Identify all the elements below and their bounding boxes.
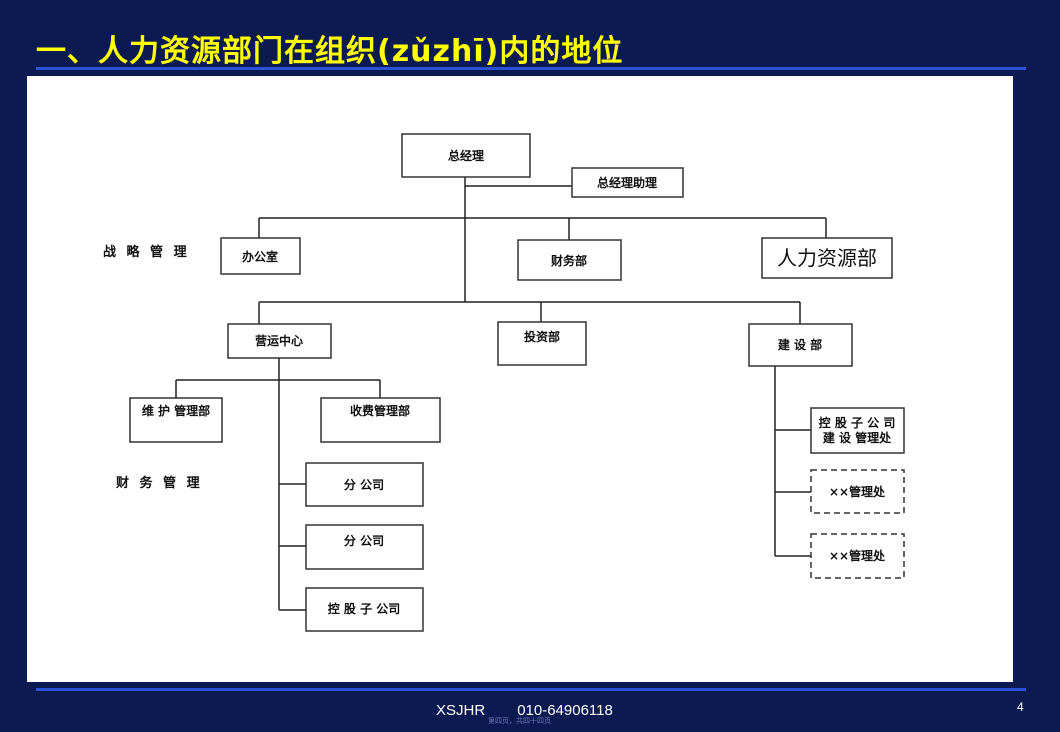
node-label: 建 设 部 [777,337,822,352]
node-label: 投资部 [524,329,560,344]
node-label-line2: 建 设 管理处 [822,430,892,445]
page-number: 4 [1017,700,1024,714]
title-divider [36,67,1026,70]
node-finance-dept: 财务部 [517,239,622,281]
node-investment-dept: 投资部 [497,321,587,366]
node-label: 控 股 子 公司 [328,601,401,616]
footer: XSJHR 010-64906118 [436,702,613,719]
node-label: ××管理处 [829,484,886,499]
node-office: 办公室 [220,237,301,275]
slide-title: 一、人力资源部门在组织(zǔzhī)内的地位 [36,34,624,69]
node-label: 维 护 管理部 [142,403,210,418]
side-label-strategy: 战 略 管 理 [103,244,190,260]
node-label: 总经理助理 [597,175,657,190]
node-label: 财务部 [550,253,587,268]
node-xx-office-2: ××管理处 [810,533,905,579]
node-fee-dept: 收费管理部 [320,397,441,443]
node-branch-1: 分 公司 [305,462,424,507]
node-hr-dept: 人力资源部 [761,237,893,279]
connectors [175,177,827,611]
node-label-line1: 控 股 子 公 司 [819,415,896,430]
node-label: 分 公司 [344,533,384,548]
node-maintenance-dept: 维 护 管理部 [129,397,223,443]
node-label: 分 公司 [344,477,384,492]
node-label: 总经理 [448,148,484,163]
footer-org: XSJHR [436,702,486,719]
node-holding-company: 控 股 子 公司 [305,587,424,632]
node-branch-2: 分 公司 [305,524,424,570]
node-xx-office-1: ××管理处 [810,469,905,514]
node-holding-construction: 控 股 子 公 司 建 设 管理处 [810,407,905,454]
footer-divider [36,688,1026,691]
node-label: 人力资源部 [777,246,877,270]
node-gm-assistant: 总经理助理 [571,167,684,198]
side-label-finance: 财 务 管 理 [116,475,203,491]
node-construction-dept: 建 设 部 [748,323,853,367]
node-operations-center: 营运中心 [227,323,332,359]
node-label: 营运中心 [255,333,303,348]
footer-phone: 010-64906118 [517,702,613,719]
node-label: 办公室 [242,249,278,264]
node-label: 收费管理部 [350,403,410,418]
page-caption: 第四页，共四十四页 [488,717,551,725]
node-label: ××管理处 [829,548,886,563]
node-general-manager: 总经理 [401,133,531,178]
